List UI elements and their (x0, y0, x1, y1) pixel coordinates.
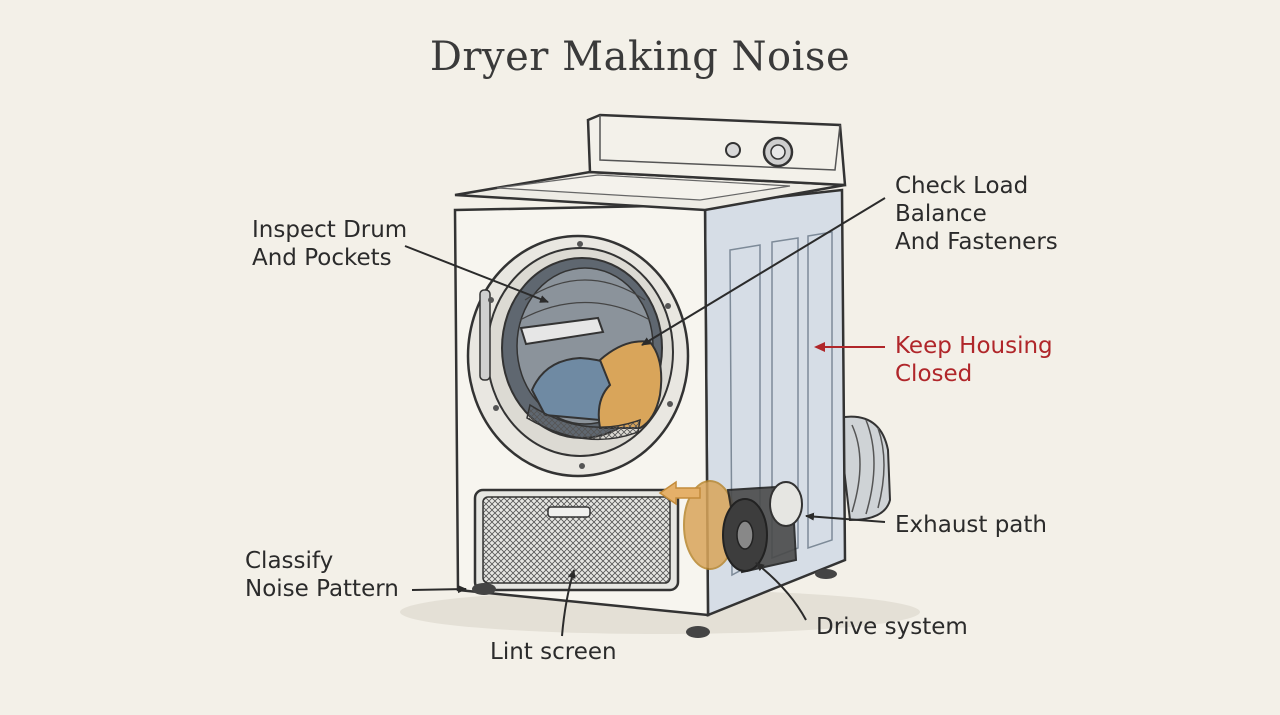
arrow-icon-lint (561, 569, 576, 637)
arrow-icon-load (641, 197, 886, 346)
orange-laundry (597, 340, 663, 429)
foot-right (815, 569, 837, 579)
motion-arrow-icon (658, 480, 701, 506)
label-classify-noise: Classify Noise Pattern (245, 548, 399, 602)
foot-front (686, 626, 710, 638)
label-exhaust-path: Exhaust path (895, 512, 1047, 538)
label-keep-housing: Keep Housing Closed (895, 333, 1053, 387)
foot-left (472, 583, 496, 595)
door-hinge (479, 289, 491, 381)
lint-screen-panel (473, 488, 680, 592)
exhaust-outlet (769, 481, 803, 527)
drum-baffle (519, 316, 605, 346)
door (466, 234, 690, 478)
label-inspect-drum: Inspect Drum And Pockets (252, 217, 408, 271)
label-check-load: Check Load Balance And Fasteners (895, 173, 1058, 255)
label-lint-screen: Lint screen (490, 639, 617, 665)
floor-shadow (400, 590, 920, 634)
arrow-icon-drum (404, 245, 549, 303)
arrow-icon-classify (411, 585, 467, 594)
arrow-icon-exhaust (805, 512, 886, 523)
drum-lint-grille (526, 403, 641, 441)
drive-system (683, 480, 803, 574)
arrow-icon-drive (755, 562, 807, 621)
small-knob-icon (725, 142, 741, 158)
exhaust-duct (836, 415, 892, 522)
control-panel (586, 113, 847, 187)
page-title: Dryer Making Noise (429, 34, 851, 80)
label-drive-system: Drive system (816, 614, 968, 640)
top-inset (496, 174, 791, 201)
